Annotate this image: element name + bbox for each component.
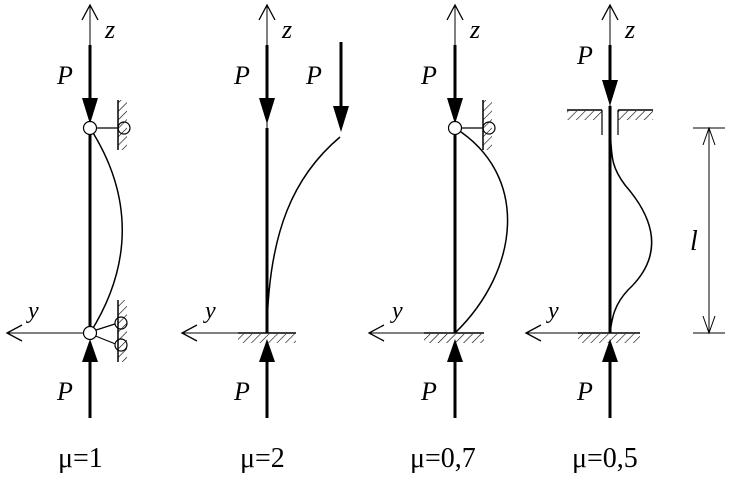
buckling-curve [454, 127, 509, 334]
buckling-curve [609, 127, 653, 334]
load-label-bottom: P [576, 377, 593, 406]
z-axis-arrowhead [258, 3, 276, 21]
column-fixed-pinned: z P y P μ=0,7 [367, 3, 509, 474]
load-arrowhead-top [82, 98, 98, 124]
column-fixed-fixed: z P y P μ=0,5 [524, 3, 653, 474]
y-axis-arrowhead [367, 324, 385, 342]
bottom-wall-hatch [118, 300, 127, 362]
ground-hatch [424, 334, 484, 343]
top-wall-hatch [483, 100, 492, 150]
load-label-top: P [420, 61, 437, 90]
mu-label: μ=2 [240, 443, 285, 474]
column-fixed-free: z P P y P μ=2 [180, 3, 349, 474]
z-axis-label: z [624, 15, 635, 44]
z-axis-label: z [104, 15, 115, 44]
z-axis-arrowhead [81, 3, 99, 21]
y-axis-label: y [26, 298, 39, 324]
z-axis-arrowhead [446, 3, 464, 21]
ground-hatch [238, 334, 296, 343]
length-dimension: l [690, 126, 725, 335]
mu-label: μ=0,5 [572, 443, 638, 474]
load-arrowhead-top [447, 98, 463, 124]
mu-label: μ=1 [58, 443, 103, 474]
load-label-bottom: P [56, 377, 73, 406]
load-label-top: P [233, 61, 250, 90]
load-arrowhead-tip [333, 106, 349, 132]
buckling-curve [266, 136, 341, 334]
load-label-bottom: P [233, 377, 250, 406]
reaction-arrowhead [259, 339, 275, 362]
y-axis-arrowhead [524, 324, 542, 342]
top-wall-hatch [118, 100, 127, 150]
y-axis-label: y [546, 298, 559, 324]
bottom-support-link-upper [92, 322, 119, 332]
buckling-curve [89, 127, 123, 334]
top-hinge [447, 120, 463, 136]
bottom-support-link-lower [92, 334, 119, 346]
dimension-arrow-top [702, 126, 716, 146]
y-axis-arrowhead [5, 324, 23, 342]
z-axis-arrowhead [601, 3, 619, 21]
load-label-bottom: P [420, 377, 437, 406]
top-clamp-right-hatch [618, 111, 653, 120]
column-pinned-pinned: z P y P μ=1 [5, 3, 131, 474]
top-clamp-left-hatch [567, 111, 602, 120]
z-axis-label: z [469, 15, 480, 44]
load-label-top: P [576, 41, 593, 70]
load-arrowhead-top [602, 80, 618, 106]
y-axis-label: y [203, 298, 216, 324]
load-arrowhead-top [259, 98, 275, 124]
ground-hatch [578, 334, 640, 343]
z-axis-label: z [281, 15, 292, 44]
dimension-arrow-bottom [702, 315, 716, 335]
bottom-hinge [82, 325, 98, 341]
length-label: l [690, 226, 698, 257]
y-axis-arrowhead [180, 324, 198, 342]
top-hinge [82, 120, 98, 136]
y-axis-label: y [390, 298, 403, 324]
mu-label: μ=0,7 [410, 443, 476, 474]
load-label-top: P [56, 61, 73, 90]
load-label-tip: P [305, 61, 322, 90]
reaction-arrowhead [447, 339, 463, 362]
reaction-arrowhead [82, 339, 98, 362]
reaction-arrowhead [602, 339, 618, 362]
